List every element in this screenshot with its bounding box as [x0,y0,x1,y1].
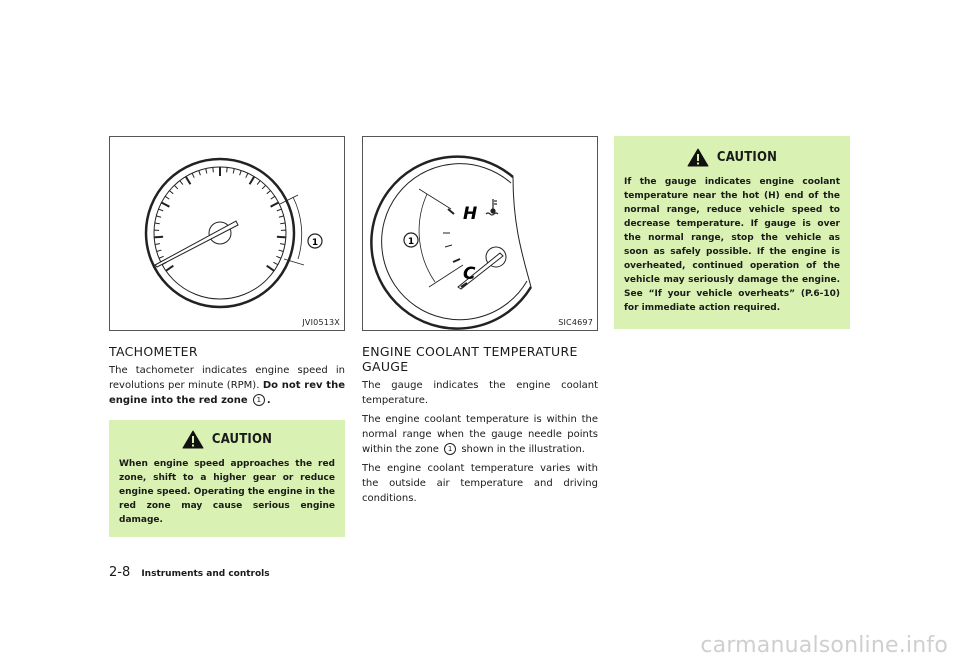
caution-text: If the gauge indicates engine coolant te… [624,177,840,313]
tick-mark [245,172,249,178]
svg-text:1: 1 [312,238,318,248]
tick-mark [279,243,286,245]
warning-icon [687,148,709,167]
svg-text:1: 1 [408,237,414,247]
column-coolant: H C 1 SIC4697 ENGINE COOLANT TEMPERATURE… [362,136,598,510]
tachometer-description: The tachometer indicates engine speed in… [109,365,345,406]
tick-mark [226,167,228,173]
section-name: Instruments and controls [141,569,270,579]
zone-marker-icon [307,233,323,249]
tick-mark [261,184,267,190]
zone-marker-icon [403,232,419,248]
tick-mark [256,180,261,185]
coolant-paragraph-1: The gauge indicates the engine coolant t… [362,380,598,406]
watermark: carmanualsonline.info [700,633,948,658]
tick-mark [154,235,164,239]
tick-mark [239,170,242,176]
tachometer-illustration: 1 [144,157,323,309]
figure-code: JVI0513X [302,318,340,327]
caution-title: CAUTION [716,150,778,165]
zone-marker-icon: 1 [252,394,265,406]
tick-mark [156,249,162,252]
tick-mark [212,167,214,173]
tick-mark [198,170,201,176]
tick-mark [160,201,170,208]
tick-mark [154,243,161,245]
column-tachometer: 1 JVI0513X TACHOMETER The tachometer ind… [109,136,345,537]
warning-icon [182,430,204,449]
tick-mark [276,208,282,212]
section-title: ENGINE COOLANT TEMPERATURE GAUGE [362,344,578,374]
tick-mark [158,255,164,259]
tick-mark [158,208,164,212]
thermometer-icon [485,199,499,216]
page-number: 2-8 [109,565,131,580]
tick-mark [270,201,280,208]
tick-mark [278,249,284,252]
caution-box: CAUTION If the gauge indicates engine co… [614,136,850,329]
coolant-gauge-figure: H C 1 SIC4697 [362,136,598,331]
coolant-paragraph-3: The engine coolant temperature varies wi… [362,463,598,504]
coolant-gauge-illustration: H C 1 [370,155,533,330]
tick-mark [266,264,275,272]
tick-mark [276,255,282,259]
caution-text: When engine speed approaches the red zon… [119,459,335,525]
tick-mark [165,264,174,272]
tick-mark [164,195,170,200]
tick-mark [184,176,192,185]
tick-mark [191,172,195,178]
tick-mark [169,190,174,195]
tick-mark [273,261,279,266]
column-coolant-caution: CAUTION If the gauge indicates engine co… [614,136,850,329]
tick-mark [232,168,235,174]
tick-mark [276,235,286,239]
tick-mark [205,168,208,174]
section-title: TACHOMETER [109,344,198,359]
tick-mark [156,215,162,218]
tick-mark [270,195,276,200]
tick-mark [278,215,284,218]
caution-title: CAUTION [211,432,273,447]
zone-marker-icon: 1 [444,443,457,455]
tick-mark [154,222,160,225]
tick-mark [248,176,256,185]
caution-box: CAUTION When engine speed approaches the… [109,420,345,537]
page-footer: 2-8 Instruments and controls [109,561,270,580]
tick-mark [266,190,271,195]
svg-text:H: H [463,204,477,224]
coolant-paragraph-2: The engine coolant temperature is within… [362,414,598,455]
tick-mark [173,184,179,190]
svg-text:C: C [463,264,476,284]
tachometer-figure: 1 JVI0513X [109,136,345,331]
tick-mark [179,180,184,185]
figure-code: SIC4697 [558,318,593,327]
tick-mark [280,222,286,225]
